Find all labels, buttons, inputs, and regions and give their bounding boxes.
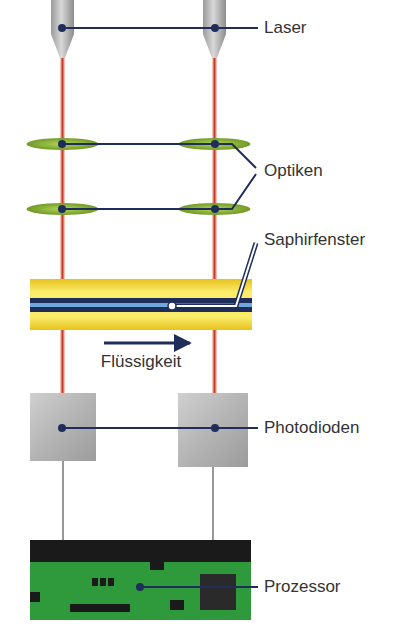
flow-arrow xyxy=(104,342,190,345)
flow-label: Flüssigkeit xyxy=(101,352,181,372)
laser-beam xyxy=(60,58,217,394)
photodiode xyxy=(30,393,248,467)
part-label: Laser xyxy=(264,18,307,38)
leader-line xyxy=(62,28,258,587)
lens xyxy=(27,138,251,215)
part-label: Saphirfenster xyxy=(264,230,365,250)
part-label: Prozessor xyxy=(264,577,341,597)
signal-wire xyxy=(63,461,213,540)
part-label: Photodioden xyxy=(264,418,359,438)
leader-dot xyxy=(58,24,219,591)
part-label: Optiken xyxy=(264,161,323,181)
processor-board xyxy=(30,540,251,620)
